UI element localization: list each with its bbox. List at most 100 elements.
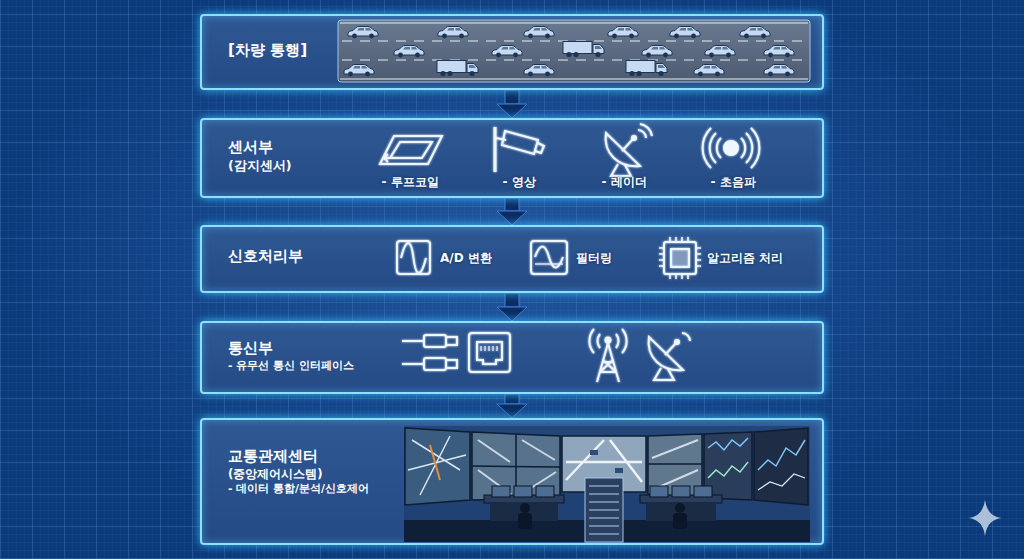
ultrasonic-icon [703, 128, 760, 168]
icon-label: 알고리즘 처리 [707, 250, 783, 267]
icon-part [672, 486, 690, 497]
icon-part [408, 436, 466, 495]
icon-part [446, 360, 457, 368]
flow-arrow [497, 90, 527, 118]
arrow-head [497, 404, 527, 418]
arrow-shaft [505, 293, 519, 307]
icon-label: - 레이더 [601, 174, 646, 191]
icon-part [438, 27, 468, 39]
stage-subtitle: - 데이터 통합/분석/신호제어 [228, 482, 822, 496]
icon-part [649, 337, 683, 370]
control-room-illustration [404, 426, 810, 542]
icon-part [515, 434, 517, 499]
icon-label: A/D 변환 [440, 250, 492, 267]
icon-part [724, 141, 738, 155]
icon-part [380, 136, 442, 164]
icon-part [704, 432, 752, 500]
icon-part [478, 440, 556, 495]
icon-part [496, 138, 506, 140]
icon-part [616, 334, 619, 348]
icon-part [430, 445, 440, 480]
arrow-shaft [505, 394, 519, 404]
icon-part [492, 486, 510, 497]
arrow-head [497, 307, 527, 321]
icon-part [589, 486, 619, 534]
icon-part [531, 241, 567, 274]
icon-part [764, 65, 794, 77]
icon-part [717, 138, 721, 158]
icon-part [754, 428, 808, 505]
icon-part [446, 337, 457, 345]
flow-arrow [497, 293, 527, 321]
icon-part [492, 46, 522, 58]
icon-part [340, 79, 808, 80]
satellite-dish-icon [649, 333, 690, 380]
icon-part [535, 247, 563, 268]
icon-part [342, 59, 808, 60]
icon-part [758, 440, 805, 470]
icon-part [638, 130, 646, 138]
icon-part [675, 340, 679, 344]
icon-part [390, 142, 432, 158]
icon-part [740, 27, 770, 39]
icon-part [477, 342, 502, 364]
radar-icon [606, 124, 652, 176]
icon-part [342, 40, 808, 41]
icon-part [708, 462, 748, 478]
icon-part [514, 486, 532, 497]
road-illustration [338, 20, 810, 82]
icon-part [562, 436, 646, 492]
icon-part [404, 426, 810, 540]
loop-coil-icon [380, 136, 442, 164]
stage-panel: [차량 통행] [200, 14, 824, 90]
stage-subtitle: (중앙제어시스템) [228, 467, 822, 482]
icon-part [340, 23, 808, 24]
icon-part [405, 428, 470, 505]
icon-part [597, 334, 600, 348]
icon-part [344, 65, 374, 77]
ad-conversion-icon [397, 241, 430, 274]
icon-part [590, 450, 598, 455]
icon-part [484, 495, 564, 503]
camera-icon [495, 127, 544, 172]
icon-part [640, 124, 652, 136]
icon-part [401, 243, 426, 273]
icon-part [758, 474, 805, 490]
icon-part [654, 368, 674, 380]
icon-part [490, 503, 558, 521]
icon-part [632, 136, 636, 140]
icon-part [520, 503, 530, 513]
flow-arrow [497, 394, 527, 418]
stage-title: 센서부 [228, 138, 822, 158]
icon-part [746, 133, 752, 163]
icon-part [694, 486, 712, 497]
icon-part [664, 242, 696, 274]
icon-part [397, 241, 430, 274]
icon-part [589, 329, 594, 353]
stage-panel: 교통관제센터(중앙제어시스템)- 데이터 통합/분석/신호제어 [200, 418, 824, 545]
sparkle-mark [969, 500, 1001, 536]
icon-part [524, 65, 554, 77]
icon-part [969, 500, 1001, 536]
chip-icon [659, 237, 701, 279]
icon-part [671, 249, 689, 267]
icon-part [535, 143, 544, 153]
icon-part [764, 46, 794, 58]
icon-part [665, 343, 676, 355]
icon-part [472, 432, 560, 500]
icon-part [469, 333, 510, 372]
icon-part [502, 131, 538, 154]
icon-part [472, 466, 560, 467]
icon-part [670, 27, 700, 39]
stage-panel: 통신부- 유무선 통신 인터페이스 [200, 321, 824, 394]
icon-label: - 초음파 [710, 174, 755, 191]
tower-icon [589, 329, 626, 382]
icon-part [404, 520, 810, 542]
icon-part [646, 503, 716, 521]
icon-part [384, 154, 390, 162]
icon-part [682, 333, 690, 341]
icon-part [394, 46, 424, 58]
